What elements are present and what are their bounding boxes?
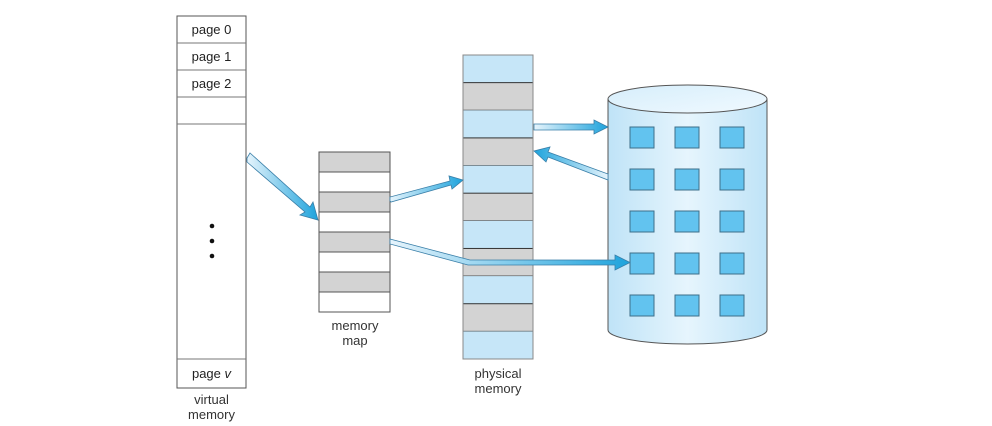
ellipsis-dot — [209, 238, 215, 244]
disk-block — [674, 210, 700, 233]
disk-block — [629, 294, 655, 317]
disk-block — [719, 168, 745, 191]
disk-block — [719, 252, 745, 275]
memory-map-slot — [318, 151, 391, 173]
virtual-memory-caption-line2: memory — [188, 407, 235, 422]
memory-map-slot — [318, 271, 391, 293]
memory-map: memory map — [318, 151, 391, 348]
ellipsis-dot — [209, 253, 215, 259]
disk-block — [719, 210, 745, 233]
disk-block — [629, 252, 655, 275]
physical-memory-caption-line1: physical — [475, 366, 522, 381]
physical-frame-used — [462, 137, 534, 167]
arrow-map-to-disk — [389, 238, 631, 271]
physical-frame-free — [463, 165, 533, 194]
ellipsis-dot — [209, 223, 215, 229]
physical-frame-free — [463, 331, 533, 359]
disk-top — [607, 84, 768, 114]
disk-block — [674, 294, 700, 317]
disk-block — [719, 126, 745, 149]
disk-block — [719, 294, 745, 317]
disk-block — [674, 168, 700, 191]
physical-frame-used — [462, 192, 534, 222]
physical-frame-used — [462, 303, 534, 332]
memory-map-slot — [318, 231, 391, 253]
physical-memory: physical memory — [462, 54, 534, 396]
memory-map-slot — [318, 211, 391, 233]
disk-block — [629, 210, 655, 233]
page-v-label: page v — [192, 366, 233, 381]
physical-frame-free — [463, 110, 533, 138]
physical-memory-outline — [462, 54, 534, 360]
memory-map-slot — [318, 251, 391, 273]
virtual-memory-box — [176, 15, 247, 389]
virtual-memory-caption-line1: virtual — [194, 392, 229, 407]
page-0-label: page 0 — [192, 22, 232, 37]
physical-frame-used — [462, 82, 534, 111]
memory-map-slot — [318, 191, 391, 213]
physical-frame-free — [463, 55, 533, 83]
physical-memory-caption-line2: memory — [475, 381, 522, 396]
memory-map-slot — [318, 171, 391, 193]
arrows — [246, 119, 631, 271]
virtual-memory: page 0 page 1 page 2 page v virtual memo… — [176, 15, 247, 422]
memory-map-caption-line1: memory — [332, 318, 379, 333]
memory-map-slot — [318, 291, 391, 313]
disk-block — [674, 252, 700, 275]
physical-frame-free — [463, 220, 533, 249]
arrow-virtual-to-map — [246, 152, 319, 221]
disk-block — [629, 126, 655, 149]
arrow-physical-to-disk — [533, 119, 609, 135]
disk-block — [674, 126, 700, 149]
memory-map-caption-line2: map — [342, 333, 367, 348]
disk-block — [629, 168, 655, 191]
arrow-disk-to-physical — [533, 146, 609, 181]
physical-frame-free — [463, 276, 533, 304]
disk-cylinder — [607, 84, 768, 345]
arrow-map-to-physical — [389, 175, 464, 203]
page-2-label: page 2 — [192, 76, 232, 91]
page-1-label: page 1 — [192, 49, 232, 64]
